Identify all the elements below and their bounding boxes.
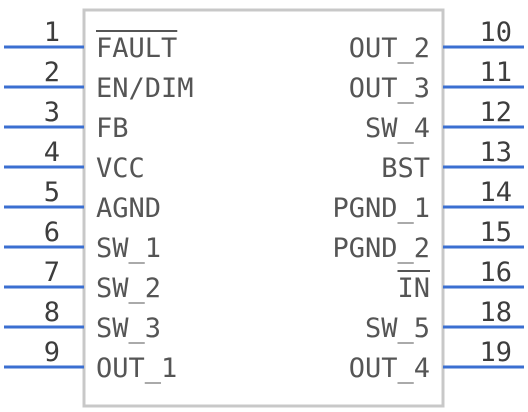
- pin-number-15: 15: [479, 217, 512, 248]
- pin-name-14: PGND_1: [332, 193, 430, 224]
- pin-number-9: 9: [44, 337, 60, 368]
- pin-name-5: AGND: [96, 193, 161, 224]
- pin-number-5: 5: [44, 177, 60, 208]
- pin-name-7: SW_2: [96, 273, 161, 304]
- pin-number-18: 18: [479, 297, 512, 328]
- pin-name-8: SW_3: [96, 313, 161, 344]
- pin-name-12: SW_4: [365, 113, 430, 144]
- pin-name-2: EN/DIM: [96, 73, 194, 104]
- pin-number-2: 2: [44, 57, 60, 88]
- pin-name-13: BST: [381, 153, 430, 184]
- pin-number-1: 1: [44, 17, 60, 48]
- pin-name-1: FAULT: [96, 33, 177, 64]
- pin-name-11: OUT_3: [349, 73, 430, 104]
- pin-name-3: FB: [96, 113, 129, 144]
- pin-name-19: OUT_4: [349, 353, 430, 384]
- pin-number-12: 12: [479, 97, 512, 128]
- pin-number-4: 4: [44, 137, 60, 168]
- pin-number-16: 16: [479, 257, 512, 288]
- pin-name-6: SW_1: [96, 233, 161, 264]
- pin-number-19: 19: [479, 337, 512, 368]
- pin-name-16: IN: [397, 273, 430, 304]
- pin-number-7: 7: [44, 257, 60, 288]
- pin-number-3: 3: [44, 97, 60, 128]
- pin-number-8: 8: [44, 297, 60, 328]
- pin-number-6: 6: [44, 217, 60, 248]
- pin-number-13: 13: [479, 137, 512, 168]
- pin-number-14: 14: [479, 177, 512, 208]
- pin-name-9: OUT_1: [96, 353, 177, 384]
- pin-name-10: OUT_2: [349, 33, 430, 64]
- pin-name-15: PGND_2: [332, 233, 430, 264]
- pin-number-11: 11: [479, 57, 512, 88]
- pin-name-4: VCC: [96, 153, 145, 184]
- pin-number-10: 10: [479, 17, 512, 48]
- pin-name-18: SW_5: [365, 313, 430, 344]
